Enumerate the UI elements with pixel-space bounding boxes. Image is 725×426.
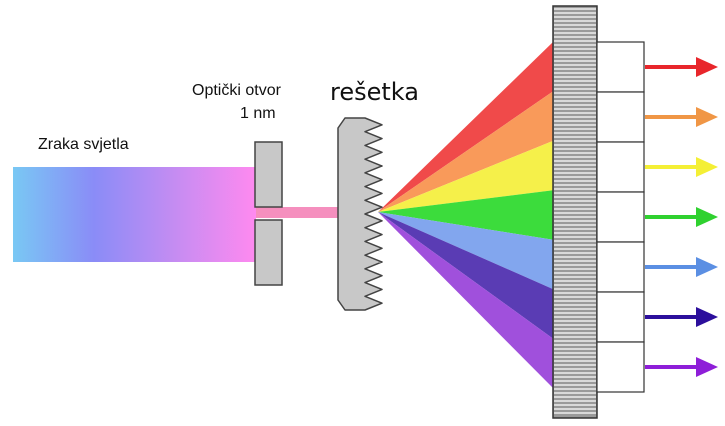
slit-beam (256, 207, 340, 218)
output-arrowhead-violet (696, 357, 718, 377)
spectrum-band-green (378, 190, 553, 240)
slit-width-label: 1 nm (240, 105, 276, 122)
spectrum-band-indigo (378, 212, 553, 339)
spectrum-band-violet (378, 212, 553, 388)
light-beam (13, 167, 256, 262)
detector-array (552, 5, 598, 419)
detector-cell (596, 291, 645, 343)
output-arrowhead-orange (696, 107, 718, 127)
slit-label: Optički otvor (192, 82, 281, 99)
light-beam-label: Zraka svjetla (38, 136, 129, 153)
detector-cell (596, 241, 645, 293)
diffraction-grating (337, 117, 383, 311)
output-arrowhead-indigo (696, 307, 718, 327)
output-arrowhead-red (696, 57, 718, 77)
detector-cell (596, 191, 645, 243)
slit-upper-block (254, 141, 283, 208)
detector-stripes (554, 8, 596, 414)
detector-cell (596, 91, 645, 143)
detector-cell (596, 141, 645, 193)
spectrum-band-yellow (378, 140, 553, 212)
output-arrowhead-green (696, 207, 718, 227)
output-arrowhead-yellow (696, 157, 718, 177)
grating-label: rešetka (330, 78, 419, 106)
detector-cell (596, 341, 645, 393)
spectrum-band-red (378, 42, 553, 212)
output-arrowhead-blue (696, 257, 718, 277)
detector-cell (596, 41, 645, 93)
slit-lower-block (254, 219, 283, 286)
spectrum-band-orange (378, 91, 553, 212)
